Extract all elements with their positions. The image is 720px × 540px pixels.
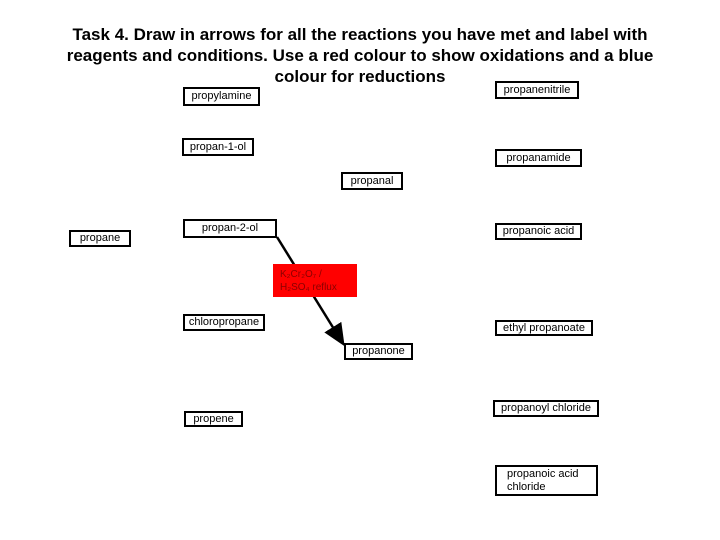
box-propanoyl-chloride: propanoyl chloride xyxy=(493,400,599,417)
box-propane: propane xyxy=(69,230,131,247)
box-propan-1-ol: propan-1-ol xyxy=(182,138,254,156)
box-propene: propene xyxy=(184,411,243,427)
slide-title-line-2: reagents and conditions. Use a red colou… xyxy=(66,46,654,65)
reagent-box: K₂Cr₂O₇ / H₂SO₄ reflux xyxy=(273,264,357,297)
box-propanoic-acid: propanoic acid xyxy=(495,223,582,240)
box-propylamine: propylamine xyxy=(183,87,260,106)
box-propanone: propanone xyxy=(344,343,413,360)
box-propanamide: propanamide xyxy=(495,149,582,167)
box-propanenitrile: propanenitrile xyxy=(495,81,579,99)
slide-title-line-3: colour for reductions xyxy=(274,67,446,86)
box-propanoic-acid-chloride: propanoic acid chloride xyxy=(495,465,598,496)
slide-title-line-1: Task 4. Draw in arrows for all the react… xyxy=(72,25,648,44)
box-propan-2-ol: propan-2-ol xyxy=(183,219,277,238)
box-ethyl-propanoate: ethyl propanoate xyxy=(495,320,593,336)
box-propanal: propanal xyxy=(341,172,403,190)
box-chloropropane: chloropropane xyxy=(183,314,265,331)
slide-title: Task 4. Draw in arrows for all the react… xyxy=(0,24,720,87)
